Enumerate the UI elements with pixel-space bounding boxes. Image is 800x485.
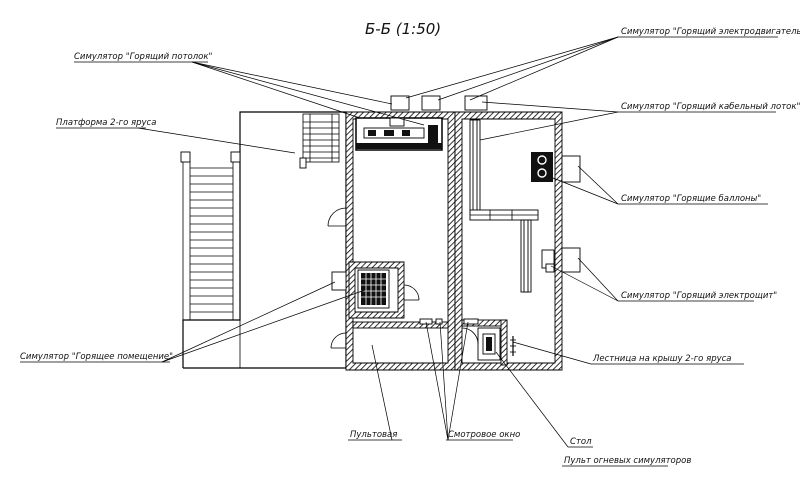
label-cylinders: Симулятор "Горящие баллоны"	[621, 194, 761, 204]
label-cable-tray: Симулятор "Горящий кабельный лоток"	[621, 102, 800, 112]
label-windows: Смотровое окно	[448, 430, 520, 440]
labels: Симулятор "Горящий потолок" Платформа 2-…	[20, 27, 800, 466]
central-room	[327, 111, 456, 371]
leader-lines	[20, 36, 778, 467]
label-ceiling: Симулятор "Горящий потолок"	[74, 52, 212, 62]
stair-treads	[190, 167, 233, 313]
cylinders-simulator	[531, 152, 553, 182]
switchboard-simulator	[541, 249, 555, 273]
cable-tray-simulator	[469, 119, 539, 293]
label-platform: Платформа 2-го яруса	[56, 118, 156, 128]
label-ladder: Лестница на крышу 2-го яруса	[592, 354, 732, 364]
label-table: Стол	[570, 437, 592, 447]
room-simulator	[348, 261, 420, 319]
upper-ladder	[299, 113, 340, 169]
right-room	[454, 111, 563, 371]
fire-panel-table	[477, 327, 501, 361]
platform-structure	[180, 111, 347, 369]
label-room: Симулятор "Горящее помещение"	[20, 352, 173, 362]
simulator-markers	[390, 95, 581, 273]
label-fire-panel: Пульт огневых симуляторов	[564, 456, 691, 466]
label-control-room: Пультовая	[350, 430, 397, 440]
ceiling-simulator	[355, 117, 443, 151]
label-switchboard: Симулятор "Горящий электрощит"	[621, 291, 777, 301]
roof-ladder	[510, 336, 516, 356]
label-motor: Симулятор "Горящий электродвигатель"	[621, 27, 800, 37]
drawing-title: Б-Б (1:50)	[365, 20, 441, 38]
